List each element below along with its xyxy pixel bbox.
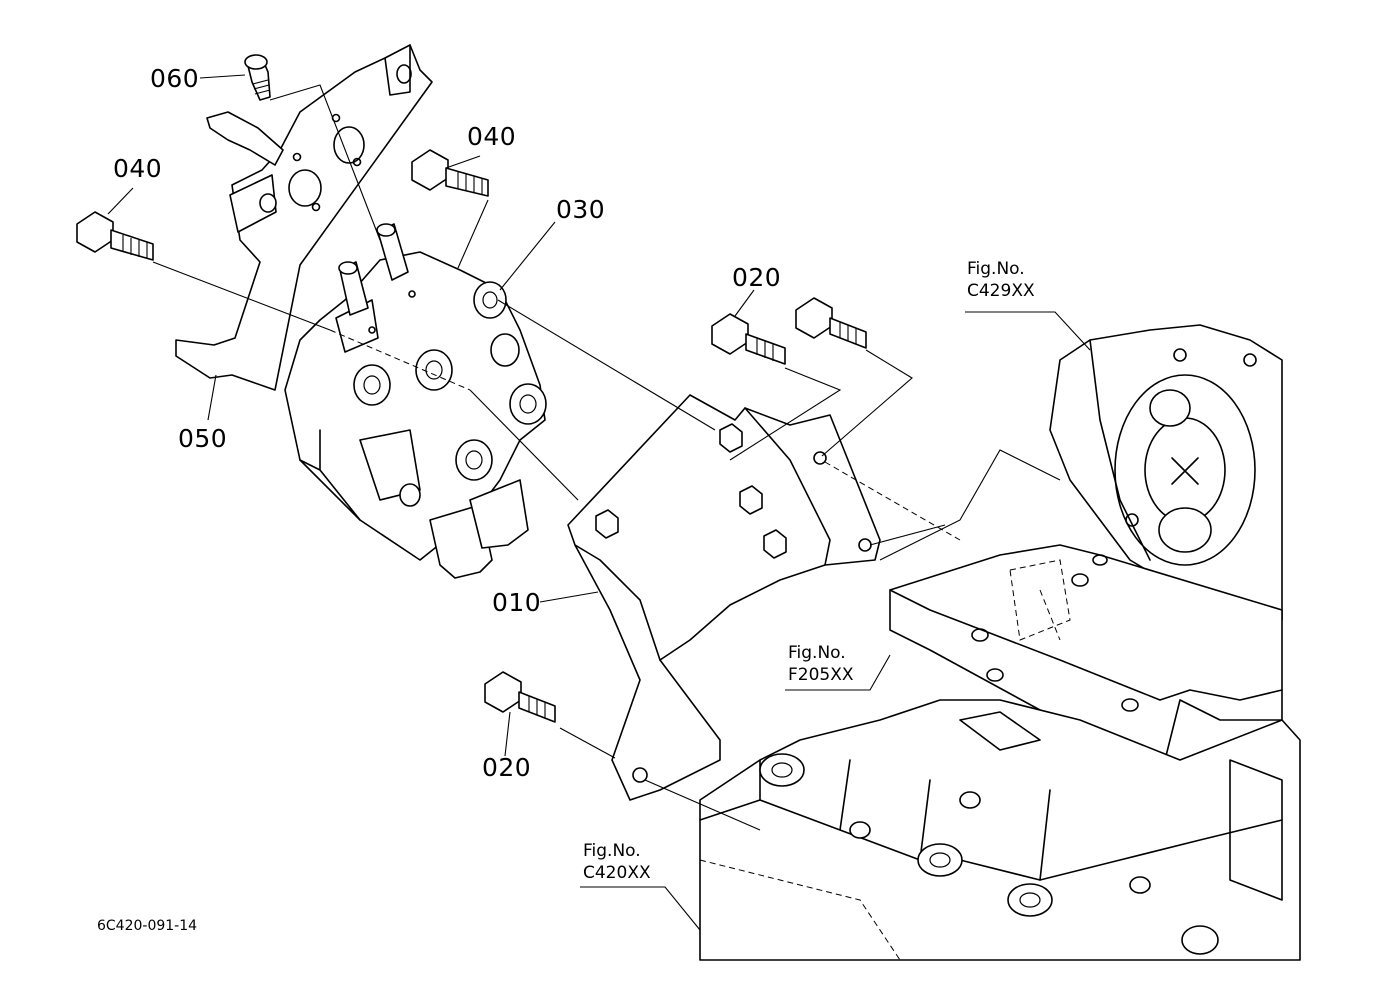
drawing-code: 6C420-091-14 — [97, 918, 198, 934]
figure-ref-c420: Fig.No. C420XX — [583, 840, 651, 884]
housing-c420 — [699, 699, 1301, 961]
callout-050: 050 — [178, 424, 228, 453]
bolt-020-ghost — [795, 297, 867, 349]
figure-ref-c420-line2: C420XX — [583, 863, 651, 883]
callout-060: 060 — [150, 64, 200, 93]
bolt-040-upper — [411, 149, 489, 197]
leader-lines — [107, 74, 1091, 931]
callout-040-upper: 040 — [467, 122, 517, 151]
control-valve-030 — [284, 223, 547, 579]
housing-c429 — [1049, 324, 1283, 621]
figure-ref-c429-line1: Fig.No. — [967, 259, 1025, 279]
figure-ref-c429-line2: C429XX — [967, 281, 1035, 301]
callout-040-left: 040 — [113, 154, 163, 183]
mounting-bracket-010 — [567, 394, 881, 801]
callout-030: 030 — [556, 195, 606, 224]
bolt-020-upper — [711, 313, 786, 365]
bolt-060 — [244, 54, 271, 101]
bolt-040-left — [76, 211, 154, 261]
housing-f205 — [889, 544, 1283, 781]
bolt-020-lower — [484, 671, 556, 723]
bracket-plate-050 — [175, 44, 433, 391]
callout-020-lower: 020 — [482, 753, 532, 782]
figure-ref-f205-line1: Fig.No. — [788, 643, 846, 663]
figure-ref-f205: Fig.No. F205XX — [788, 642, 854, 686]
assembly-lines — [152, 84, 1061, 831]
figure-ref-c429: Fig.No. C429XX — [967, 258, 1035, 302]
figure-ref-c420-line1: Fig.No. — [583, 841, 641, 861]
figure-ref-f205-line2: F205XX — [788, 665, 854, 685]
callout-020-upper: 020 — [732, 263, 782, 292]
callout-010: 010 — [492, 588, 542, 617]
